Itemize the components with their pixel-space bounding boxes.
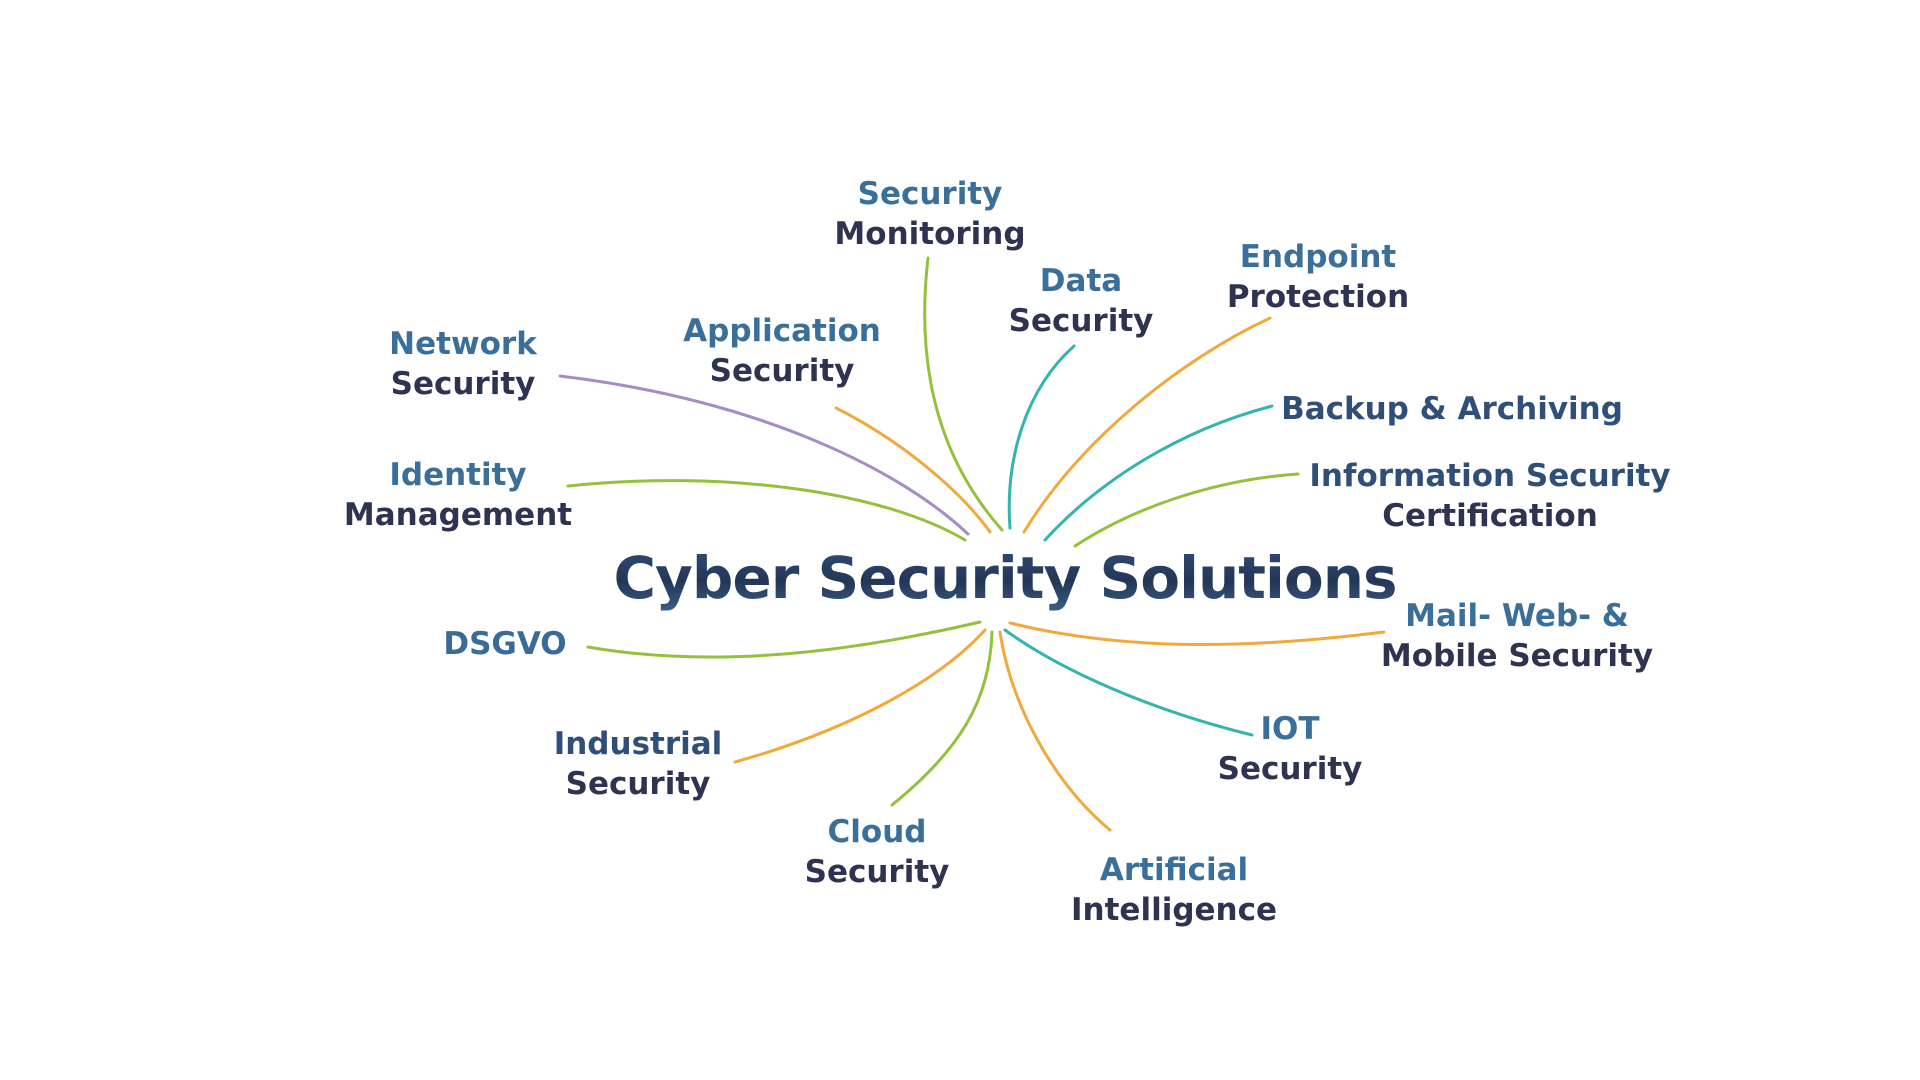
node-label-line1: Mail- Web- & [1405, 598, 1629, 634]
connector-artificial-intelligence [998, 630, 1112, 832]
node-data-security: Data Security [1009, 261, 1154, 341]
node-security-monitoring: Security Monitoring [834, 174, 1025, 254]
node-label-line1: Industrial [553, 726, 723, 762]
node-network-security: Network Security [389, 324, 537, 404]
node-label-line2: Certification [1382, 498, 1598, 534]
connector-dsgvo [586, 620, 982, 659]
connector-endpoint-protection [1022, 316, 1272, 534]
node-label-line1: Backup & Archiving [1281, 391, 1623, 427]
node-label-line1: Data [1039, 263, 1123, 299]
node-identity-management: Identity Management [344, 455, 572, 535]
node-information-security-certification: Information Security Certification [1309, 456, 1670, 536]
connector-security-monitoring [923, 256, 1004, 532]
node-label-line2: Protection [1226, 279, 1410, 315]
node-artificial-intelligence: Artificial Intelligence [1071, 850, 1277, 930]
node-dsgvo: DSGVO [443, 624, 566, 664]
node-application-security: Application Security [683, 311, 881, 391]
node-label-line2: Security [390, 366, 536, 402]
node-label-line1: Application [683, 313, 881, 349]
node-iot-security: IOT Security [1218, 709, 1363, 789]
connector-network-security [558, 374, 970, 536]
node-label-line1: DSGVO [443, 626, 567, 662]
node-label-line1: Information Security [1309, 458, 1671, 494]
connector-backup-archiving [1043, 404, 1274, 542]
connector-cloud-security [890, 630, 994, 807]
node-label-line1: Network [389, 326, 537, 362]
connector-identity-management [566, 479, 967, 542]
node-industrial-security: Industrial Security [554, 724, 723, 804]
connector-information-security-certification [1073, 472, 1300, 548]
node-label-line2: Security [709, 353, 855, 389]
node-label-line2: Security [1217, 751, 1363, 787]
node-label-line1: Identity [389, 457, 527, 493]
node-label-line1: IOT [1260, 711, 1320, 747]
connector-mail-web-mobile-security [1008, 621, 1386, 647]
connector-application-security [834, 406, 992, 534]
node-label-line2: Management [343, 497, 573, 533]
node-label-line2: Monitoring [834, 216, 1026, 252]
node-label-line1: Security [857, 176, 1003, 212]
node-label-line2: Intelligence [1070, 892, 1278, 928]
node-label-line1: Cloud [827, 814, 927, 850]
node-mail-web-mobile-security: Mail- Web- & Mobile Security [1381, 596, 1653, 676]
node-label-line2: Security [804, 854, 950, 890]
connector-data-security [1007, 344, 1076, 530]
connector-industrial-security [733, 628, 987, 764]
node-label-line2: Mobile Security [1380, 638, 1654, 674]
connector-iot-security [1003, 628, 1254, 737]
node-label-line1: Endpoint [1239, 239, 1397, 275]
node-label-line2: Security [565, 766, 711, 802]
node-endpoint-protection: Endpoint Protection [1227, 237, 1409, 317]
node-backup-archiving: Backup & Archiving [1281, 389, 1623, 429]
node-label-line1: Artificial [1099, 852, 1249, 888]
diagram-title: Cyber Security Solutions [613, 544, 1397, 612]
node-cloud-security: Cloud Security [805, 812, 950, 892]
node-label-line2: Security [1008, 303, 1154, 339]
